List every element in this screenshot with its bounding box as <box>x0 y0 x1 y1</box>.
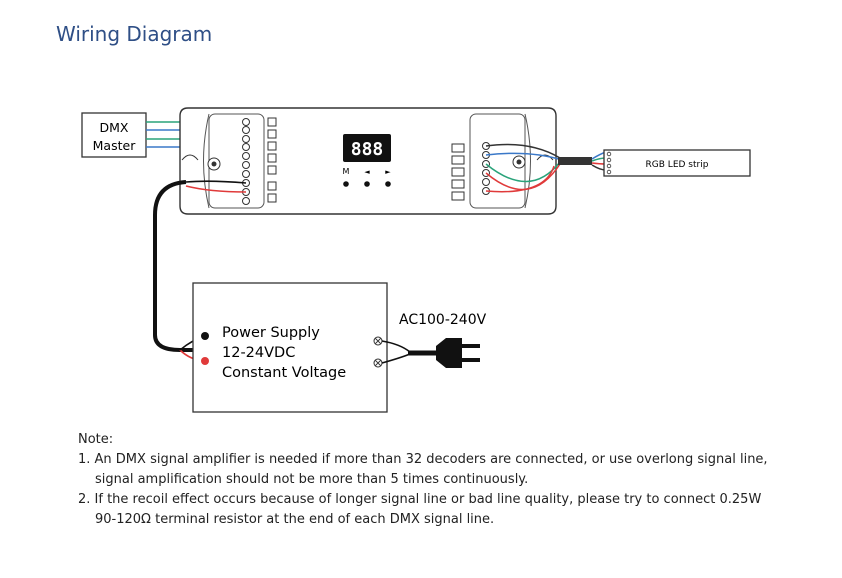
button-label-left: ◄ <box>364 168 370 176</box>
button-label-m: M <box>343 167 350 176</box>
dmx-master-label-2: Master <box>93 138 137 153</box>
led-display: 888 <box>351 139 384 160</box>
power-supply-label-3: Constant Voltage <box>222 365 346 381</box>
dmx-master-box: DMX Master <box>81 112 147 158</box>
ac-plug: AC100-240V <box>381 312 487 368</box>
dmx-master-label-1: DMX <box>100 120 129 135</box>
note-1-line-2: signal amplification should not be more … <box>95 472 529 487</box>
note-1-line-1: 1. An DMX signal amplifier is needed if … <box>78 452 768 467</box>
rgb-led-strip: RGB LED strip <box>603 149 751 177</box>
decoder-unit: 888 M ◄ ► <box>179 107 557 215</box>
power-supply-label-1: Power Supply <box>222 325 320 341</box>
wiring-diagram: DMX Master <box>81 107 751 413</box>
button-m <box>343 181 349 187</box>
note-2-line-1: 2. If the recoil effect occurs because o… <box>78 492 762 507</box>
button-left <box>364 181 370 187</box>
button-right <box>385 181 391 187</box>
led-output-wires <box>485 143 607 193</box>
power-supply-label-2: 12-24VDC <box>222 345 295 361</box>
note-2-line-2: 90-120Ω terminal resistor at the end of … <box>95 512 495 527</box>
notes-section: Note: 1. An DMX signal amplifier is need… <box>78 430 818 530</box>
button-label-right: ► <box>385 168 391 176</box>
ac-input-label: AC100-240V <box>399 312 487 328</box>
notes-heading: Note: <box>78 432 114 447</box>
led-strip-label: RGB LED strip <box>646 160 709 170</box>
page-title: Wiring Diagram <box>56 22 213 46</box>
power-supply-box: Power Supply 12-24VDC Constant Voltage <box>192 282 388 413</box>
